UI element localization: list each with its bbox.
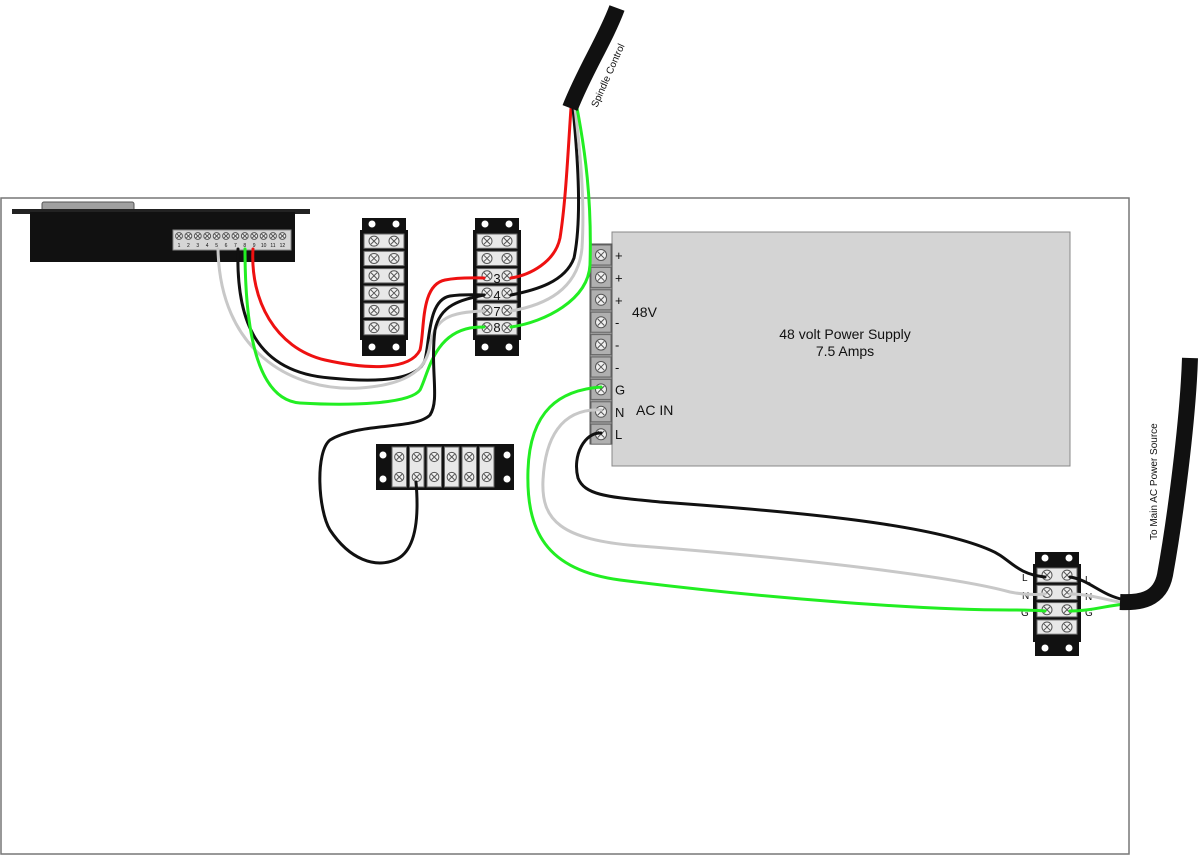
terminal-block-left (360, 218, 408, 356)
psu-title: 48 volt Power Supply (779, 326, 911, 342)
ac-left-label-l: L (1022, 573, 1028, 584)
psu-terminal-sign: - (615, 338, 619, 353)
ac-cable-label: To Main AC Power Source (1149, 423, 1160, 540)
wire-white-spindle (509, 106, 585, 313)
pin-number: 8 (243, 243, 246, 249)
pin-number: 3 (196, 243, 199, 249)
wire-white-bob (216, 247, 486, 390)
wire-white-ac (541, 408, 1047, 597)
pin-number: 9 (253, 243, 256, 249)
terminal-block-horizontal (376, 444, 514, 490)
psu-terminal-sign: + (615, 293, 623, 308)
ac-right-label-g: G (1085, 608, 1093, 619)
psu-output-label: 48V (632, 304, 658, 320)
spindle-control-cable (562, 5, 625, 111)
wire-green-spindle (509, 106, 592, 329)
mounting-tab (12, 209, 310, 214)
psu-terminal-sign: G (615, 382, 625, 397)
pin-screws (175, 232, 287, 240)
pin-number: 1 (178, 243, 181, 249)
ac-right-label-l: L (1085, 575, 1091, 586)
terminal-slots (1036, 567, 1078, 635)
pin-number: 7 (234, 243, 237, 249)
ac-left-label-g: G (1021, 608, 1029, 619)
psu-terminal-signs: + + + - - - GNL (615, 248, 625, 442)
ac-left-label-n: N (1022, 591, 1029, 602)
psu-terminals (590, 244, 612, 445)
terminal-number-3: 3 (493, 271, 500, 286)
terminal-slots (391, 446, 495, 488)
psu-terminal-sign: L (615, 427, 622, 442)
psu-terminal-sign: - (615, 315, 619, 330)
ac-right-label-n: N (1085, 592, 1092, 603)
wire-red-spindle (509, 106, 573, 280)
pin-number: 5 (215, 243, 218, 249)
terminal-slots (476, 233, 518, 336)
psu-terminal-sign: + (615, 270, 623, 285)
wire-red-bob (251, 247, 486, 368)
wire-black-spindle (509, 106, 581, 297)
psu-terminal-sign: + (615, 248, 623, 263)
wire-green-ac (526, 385, 1047, 613)
wire-green-bob (243, 247, 486, 406)
pin-number: 6 (225, 243, 228, 249)
wire-black-loop (318, 293, 486, 565)
pin-number: 11 (270, 243, 275, 249)
psu-terminal-sign: - (615, 360, 619, 375)
spindle-terminal-numbers: 3 4 7 8 (493, 271, 500, 335)
terminal-block-spindle (473, 218, 521, 356)
psu-rating: 7.5 Amps (816, 343, 874, 359)
pin-number: 2 (187, 243, 190, 249)
terminal-slots (363, 233, 405, 336)
terminal-number-4: 4 (493, 288, 500, 303)
psu-terminal-sign: N (615, 405, 624, 420)
pin-number: 12 (280, 243, 286, 249)
terminal-number-7: 7 (493, 304, 500, 319)
terminal-block-ac: L N G L N G (1021, 552, 1093, 656)
ac-source-cable (1119, 357, 1198, 611)
terminal-number-8: 8 (493, 320, 500, 335)
wire-black-source (1068, 575, 1127, 602)
wire-black-ac (575, 431, 1047, 579)
psu-ac-label: AC IN (636, 402, 673, 418)
pin-number: 4 (206, 243, 209, 249)
power-supply: + + + - - - GNL 48V AC IN 48 volt Power Supply… (589, 231, 1071, 467)
pin-number: 10 (261, 243, 267, 249)
